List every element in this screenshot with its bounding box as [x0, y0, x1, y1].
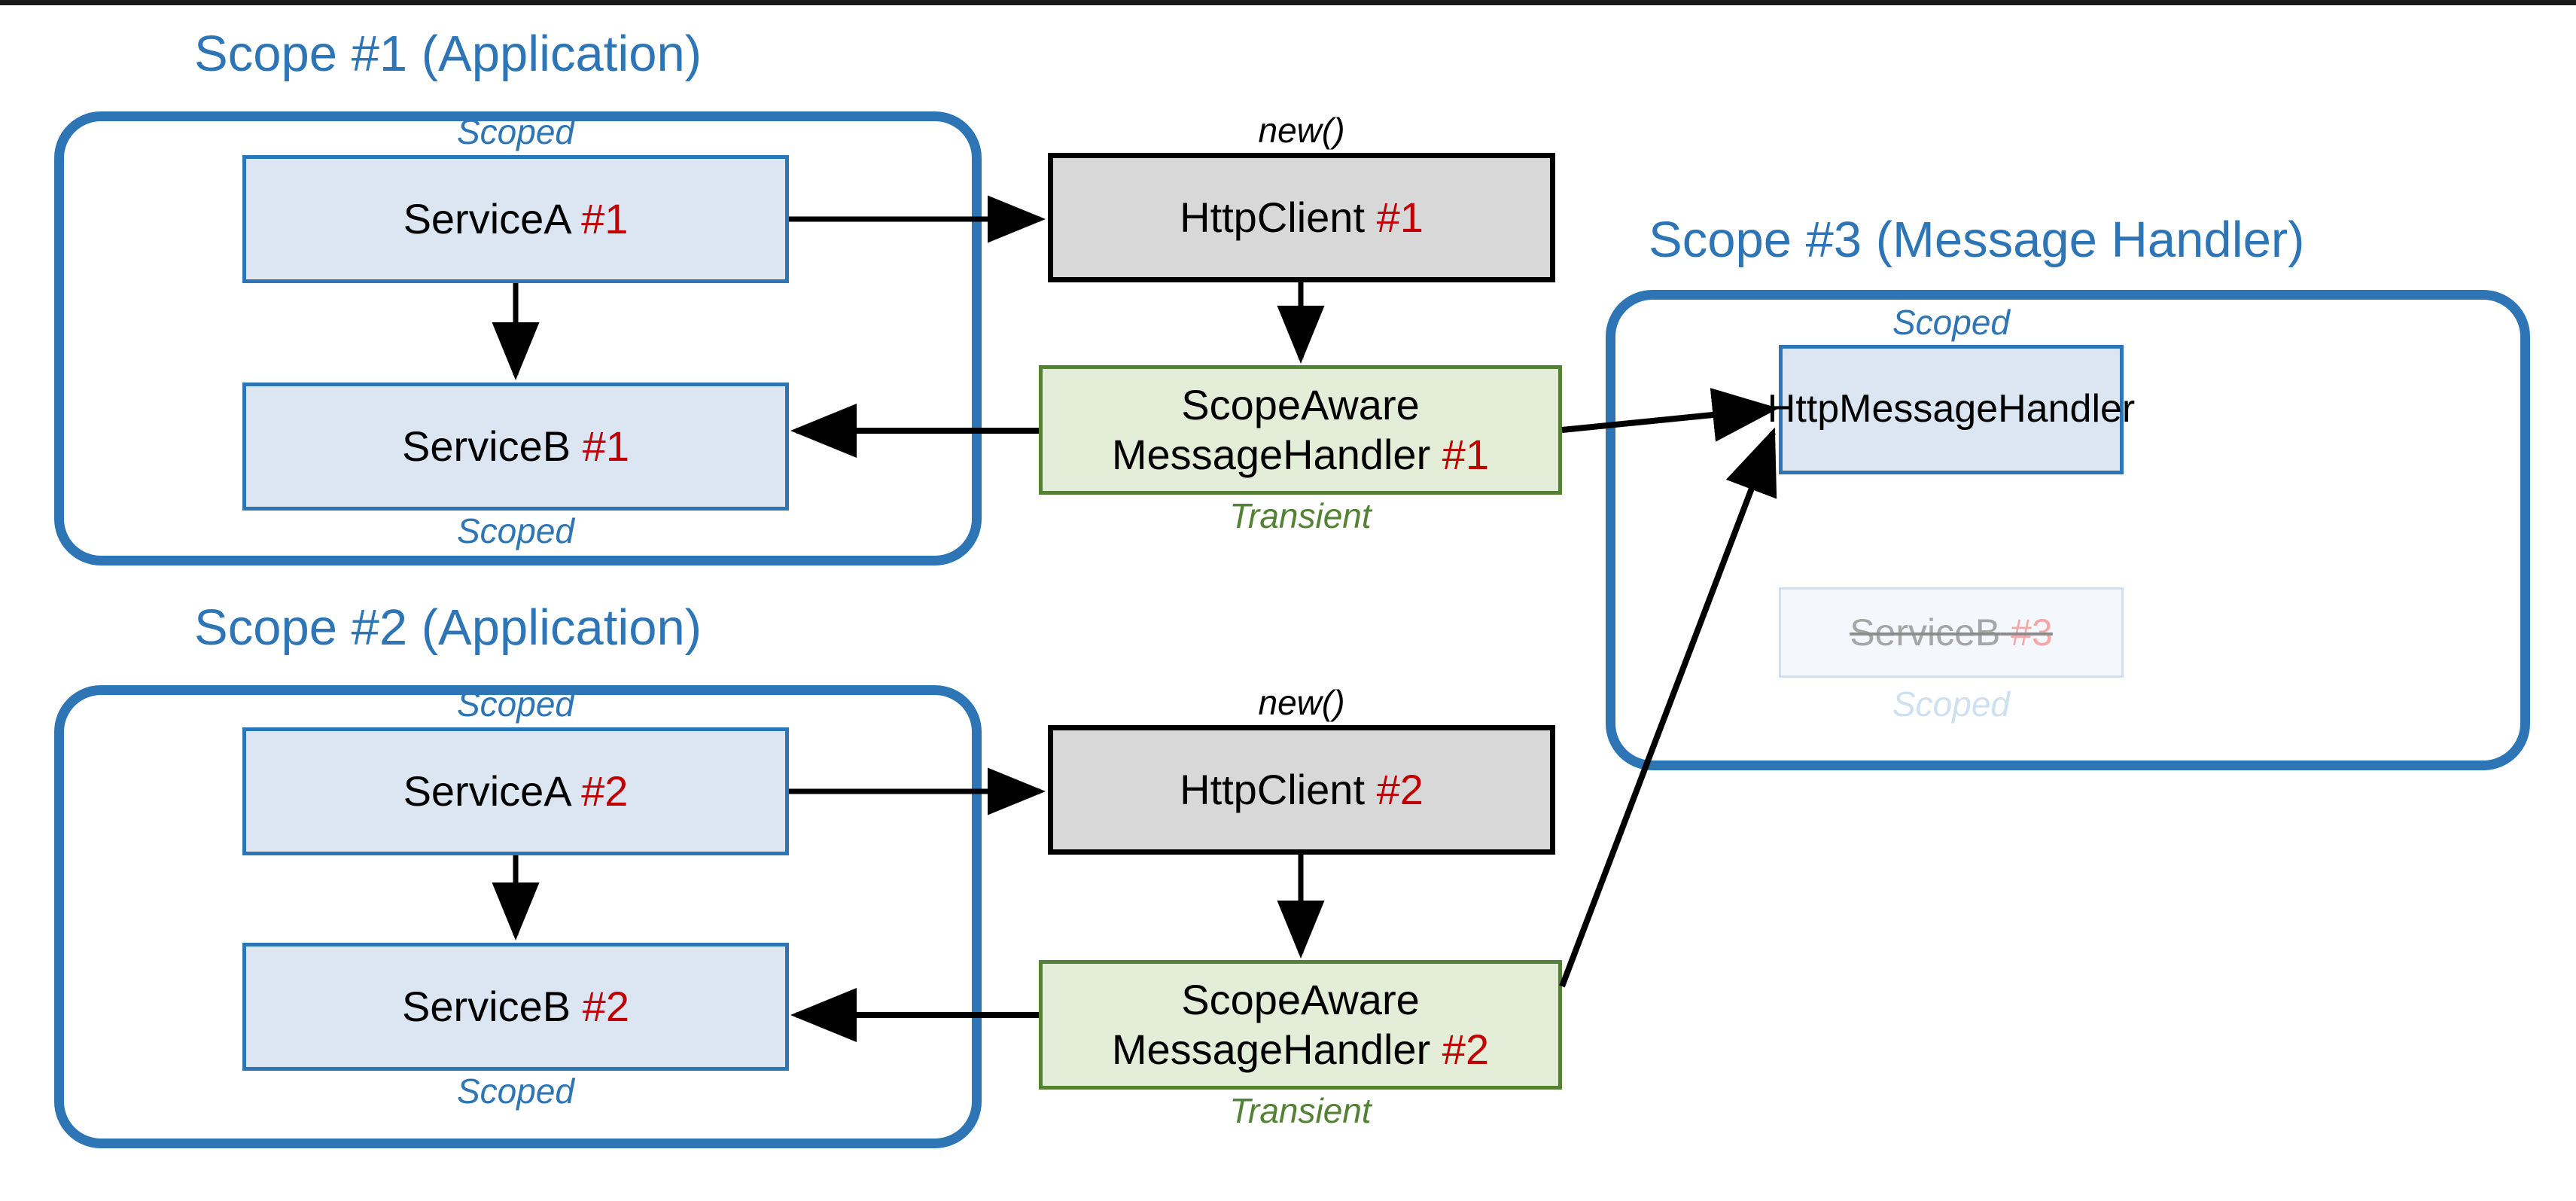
scope-2-container	[54, 685, 982, 1148]
node-http-client-1[interactable]: HttpClient #1	[1048, 153, 1555, 282]
scope-1-container	[54, 111, 982, 565]
node-label: HttpClient #1	[1180, 193, 1423, 241]
service-b-1-lifetime: Scoped	[456, 511, 574, 550]
node-service-b-3: ServiceB #3	[1779, 587, 2124, 678]
scope-3-title: Scope #3 (Message Handler)	[1649, 212, 2305, 268]
top-rule	[0, 0, 2576, 5]
http-message-handler-lifetime: Scoped	[1892, 303, 2010, 342]
node-service-b-1[interactable]: ServiceB #1	[242, 383, 789, 511]
node-service-b-2[interactable]: ServiceB #2	[242, 943, 789, 1071]
handler-1-lifetime: Transient	[1229, 496, 1372, 535]
http-client-1-lifetime: new()	[1258, 111, 1345, 150]
node-label: ServiceB #2	[402, 982, 629, 1030]
http-client-2-lifetime: new()	[1258, 683, 1345, 722]
service-a-2-lifetime: Scoped	[456, 684, 574, 724]
service-a-1-lifetime: Scoped	[456, 112, 574, 151]
node-label: HttpClient #2	[1180, 765, 1423, 813]
node-label: ServiceA #2	[403, 767, 629, 815]
scope-1-title: Scope #1 (Application)	[194, 26, 702, 82]
node-label: ServiceB #1	[402, 422, 629, 470]
node-label: HttpMessageHandler	[1767, 387, 2136, 431]
node-http-message-handler[interactable]: HttpMessageHandler	[1768, 345, 2135, 474]
node-label: ServiceB #3	[1850, 611, 2053, 654]
node-label: ServiceA #1	[403, 194, 629, 242]
service-b-2-lifetime: Scoped	[456, 1071, 574, 1111]
node-service-a-2[interactable]: ServiceA #2	[242, 727, 789, 855]
node-http-client-2[interactable]: HttpClient #2	[1048, 725, 1555, 855]
scope-2-title: Scope #2 (Application)	[194, 599, 702, 656]
service-b-3-lifetime: Scoped	[1892, 684, 2010, 724]
handler-2-lifetime: Transient	[1229, 1091, 1372, 1130]
node-service-a-1[interactable]: ServiceA #1	[242, 155, 789, 283]
